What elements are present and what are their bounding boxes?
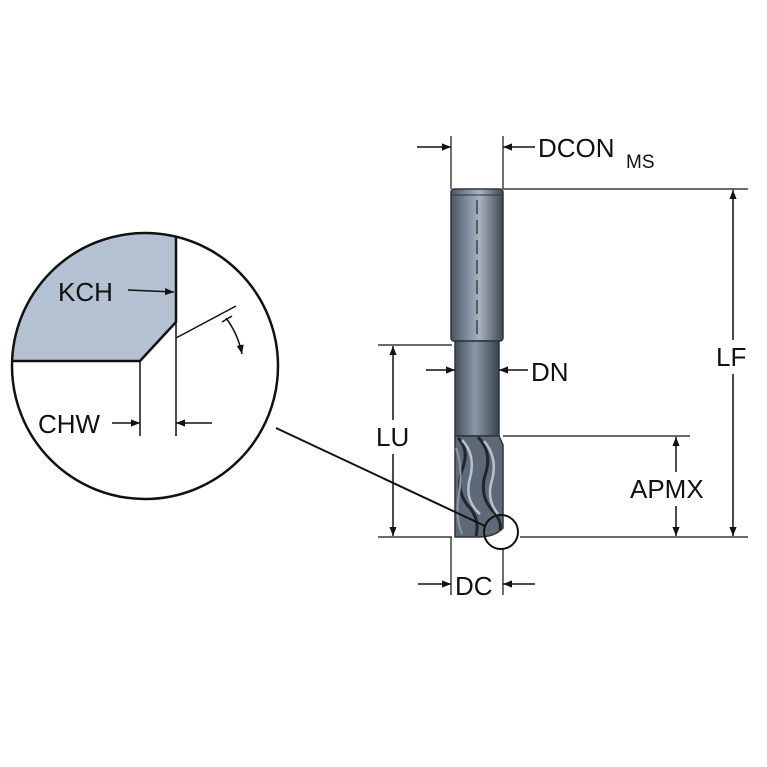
lu-label: LU	[376, 422, 409, 452]
chamfer-detail-circle	[10, 231, 280, 501]
tool-flutes	[454, 435, 504, 538]
dcon-subscript: MS	[626, 152, 655, 173]
dc-label: DC	[455, 571, 493, 601]
apmx-label: APMX	[630, 474, 704, 504]
dn-label: DN	[531, 357, 569, 387]
tool-neck	[454, 340, 500, 437]
extension-lines	[378, 136, 748, 595]
angle-arc-arrow	[225, 317, 244, 355]
detail-leader-line	[275, 427, 486, 527]
chw-label: CHW	[38, 409, 101, 439]
kch-arrow	[127, 288, 175, 296]
kch-label: KCH	[58, 277, 113, 307]
dcon-label: DCON	[538, 133, 615, 163]
end-mill-tool	[450, 188, 519, 550]
lf-label: LF	[716, 342, 746, 372]
corner-detail-circle	[483, 514, 519, 550]
chamfer-detail-view: KCH CHW	[10, 231, 280, 501]
